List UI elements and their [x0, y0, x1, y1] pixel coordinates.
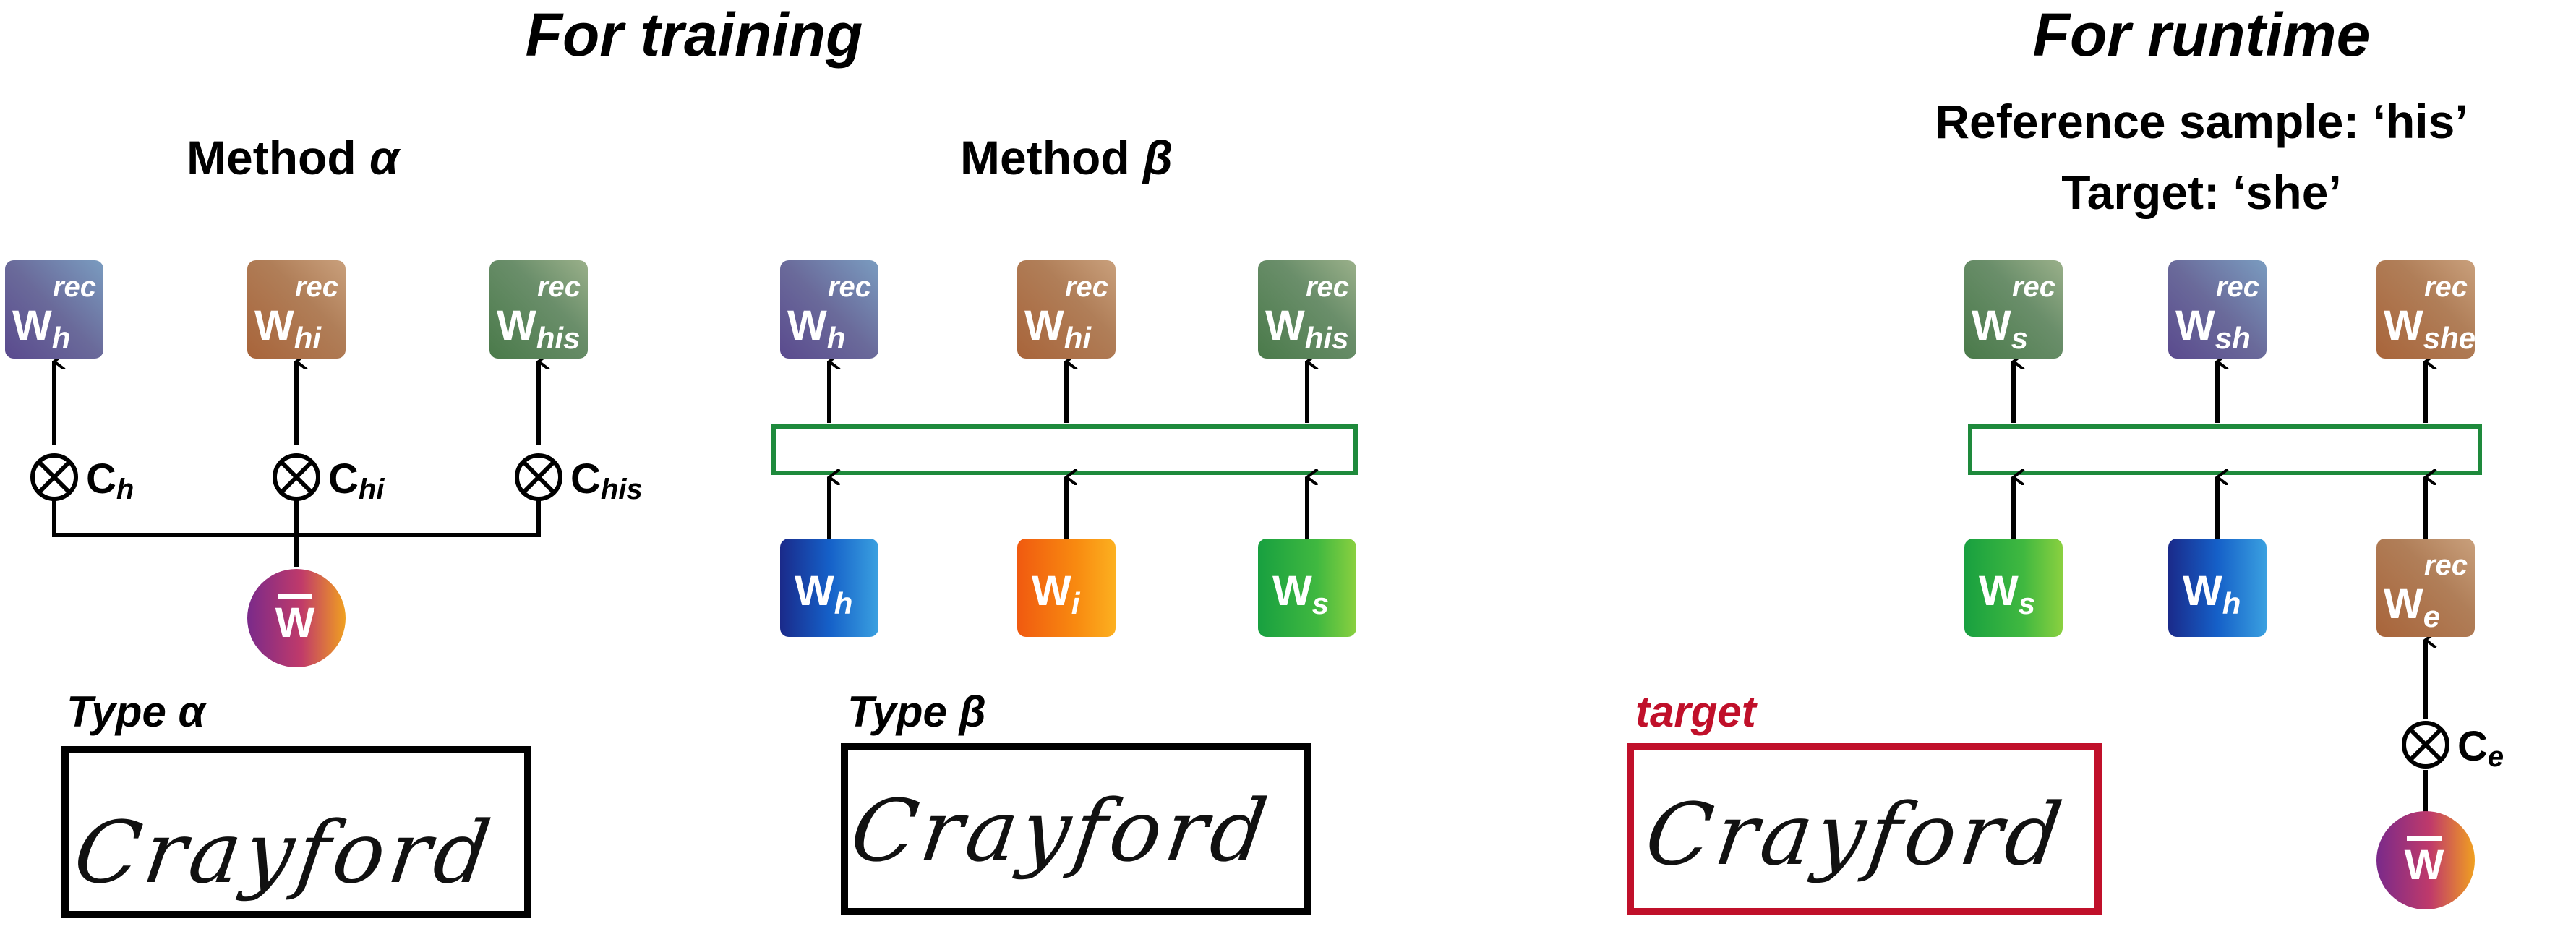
- beta-sample-word: Crayford: [845, 782, 1278, 881]
- alpha-otimes-2-label: Chi: [328, 455, 385, 505]
- method-beta-title: Method β: [960, 130, 1173, 185]
- alpha-output-tile-1-label: Wh: [12, 302, 70, 355]
- alpha-output-tile-3-sup: rec: [537, 271, 581, 303]
- method-alpha-title: Method α: [187, 130, 399, 185]
- alpha-otimes-1-label: Ch: [86, 455, 134, 505]
- beta-input-tile-2-label: Wi: [1032, 568, 1081, 620]
- sample-frame-beta: [841, 743, 1311, 915]
- beta-output-tile-3-sup: rec: [1306, 271, 1349, 303]
- training-title: For training: [525, 1, 863, 69]
- runtime-output-tile-3-bg: [2376, 260, 2475, 359]
- alpha-output-tile-2-sup: rec: [295, 271, 338, 303]
- beta-output-tile-2-sup: rec: [1065, 271, 1108, 303]
- alpha-otimes-1: Ch: [30, 453, 134, 505]
- sample-frame-alpha: [61, 746, 531, 918]
- type-beta-label: Type β: [847, 688, 986, 736]
- beta-input-tile-1-label: Wh: [795, 568, 852, 620]
- beta-output-tile-3-label: Whis: [1265, 302, 1348, 355]
- alpha-output-tile-3-bg: [489, 260, 588, 359]
- runtime-mean-vector-circle: [2376, 811, 2475, 909]
- runtime-input-tile-1-bg: [1964, 539, 2063, 637]
- method-beta-title-text: Method: [960, 131, 1130, 184]
- alpha-output-tile-1-bg: [5, 260, 103, 359]
- runtime-title: For runtime: [2032, 1, 2371, 69]
- beta-input-tile-1: Wh: [780, 539, 878, 637]
- method-alpha-symbol: α: [369, 131, 399, 184]
- runtime-output-tile-1-bg: [1964, 260, 2063, 359]
- runtime-output-tile-1-label: Ws: [1972, 302, 2028, 355]
- beta-input-tile-3-label: Ws: [1272, 568, 1329, 620]
- alpha-mean-vector-label: W: [275, 599, 315, 646]
- runtime-mean-vector: W: [2376, 811, 2475, 909]
- runtime-input-tile-1: Ws: [1964, 539, 2063, 637]
- beta-output-tile-3-bg: [1258, 260, 1356, 359]
- beta-output-tile-1-sup: rec: [828, 271, 871, 303]
- runtime-combiner-box: [1968, 424, 2482, 475]
- beta-input-tile-3: Ws: [1258, 539, 1356, 637]
- type-alpha-label: Type α: [67, 688, 205, 736]
- runtime-input-tile-3-bg: [2376, 539, 2475, 637]
- alpha-output-tile-3-label: Whis: [497, 302, 580, 355]
- alpha-otimes-3: Chis: [515, 453, 643, 505]
- alpha-output-tile-2-label: Whi: [254, 302, 322, 355]
- beta-input-tile-3-bg: [1258, 539, 1356, 637]
- method-alpha-title-text: Method: [187, 131, 356, 184]
- alpha-sample-word: Crayford: [69, 803, 501, 902]
- alpha-otimes-3-cross: [521, 460, 556, 495]
- runtime-output-tile-3-sup: rec: [2424, 271, 2468, 303]
- runtime-diagram: [1968, 361, 2482, 813]
- beta-combiner-box: [771, 424, 1358, 475]
- runtime-input-tile-3-label: We: [2384, 581, 2440, 633]
- method-alpha-diagram: [54, 361, 539, 567]
- runtime-input-tile-3-sup: rec: [2424, 549, 2468, 581]
- method-beta-diagram: [771, 361, 1358, 539]
- method-beta-symbol: β: [1142, 131, 1173, 184]
- runtime-output-tile-3-label: Wshe: [2384, 302, 2476, 355]
- runtime-mean-vector-label: W: [2405, 842, 2444, 889]
- beta-output-tile-2-bg: [1017, 260, 1116, 359]
- runtime-reference-line: Reference sample: ‘his’: [1935, 95, 2468, 148]
- alpha-mean-vector-circle: [247, 569, 346, 667]
- alpha-tree-line: [52, 483, 541, 567]
- runtime-target-line: Target: ‘she’: [2061, 166, 2342, 219]
- beta-output-tile-2-label: Whi: [1024, 302, 1092, 355]
- target-sample-word: Crayford: [1640, 785, 2072, 884]
- alpha-output-tile-2-bg: [247, 260, 346, 359]
- target-label: target: [1635, 688, 1756, 736]
- alpha-otimes-2: Chi: [273, 453, 385, 505]
- runtime-output-tile-2-sup: rec: [2216, 271, 2259, 303]
- alpha-otimes-1-cross: [37, 460, 72, 495]
- runtime-output-tile-2-label: Wsh: [2175, 302, 2251, 355]
- beta-input-tile-2: Wi: [1017, 539, 1116, 637]
- beta-output-tile-1-label: Wh: [787, 302, 845, 355]
- runtime-input-tile-2: Wh: [2168, 539, 2267, 637]
- alpha-output-tile-1-sup: rec: [53, 271, 96, 303]
- runtime-input-tile-1-label: Ws: [1979, 568, 2035, 620]
- beta-output-tile-1-bg: [780, 260, 878, 359]
- runtime-otimes: Ce: [2402, 721, 2504, 773]
- alpha-otimes-3-label: Chis: [570, 455, 643, 505]
- runtime-input-tile-2-label: Wh: [2183, 568, 2241, 620]
- runtime-otimes-label: Ce: [2457, 723, 2504, 773]
- beta-input-tile-1-bg: [780, 539, 878, 637]
- alpha-mean-vector: W: [247, 569, 346, 667]
- beta-input-tile-2-bg: [1017, 539, 1116, 637]
- sample-frame-target: [1627, 743, 2102, 915]
- runtime-output-tile-1-sup: rec: [2012, 271, 2055, 303]
- runtime-input-tile-2-bg: [2168, 539, 2267, 637]
- runtime-otimes-cross: [2408, 727, 2443, 762]
- alpha-otimes-2-cross: [279, 460, 314, 495]
- runtime-output-tile-2-bg: [2168, 260, 2267, 359]
